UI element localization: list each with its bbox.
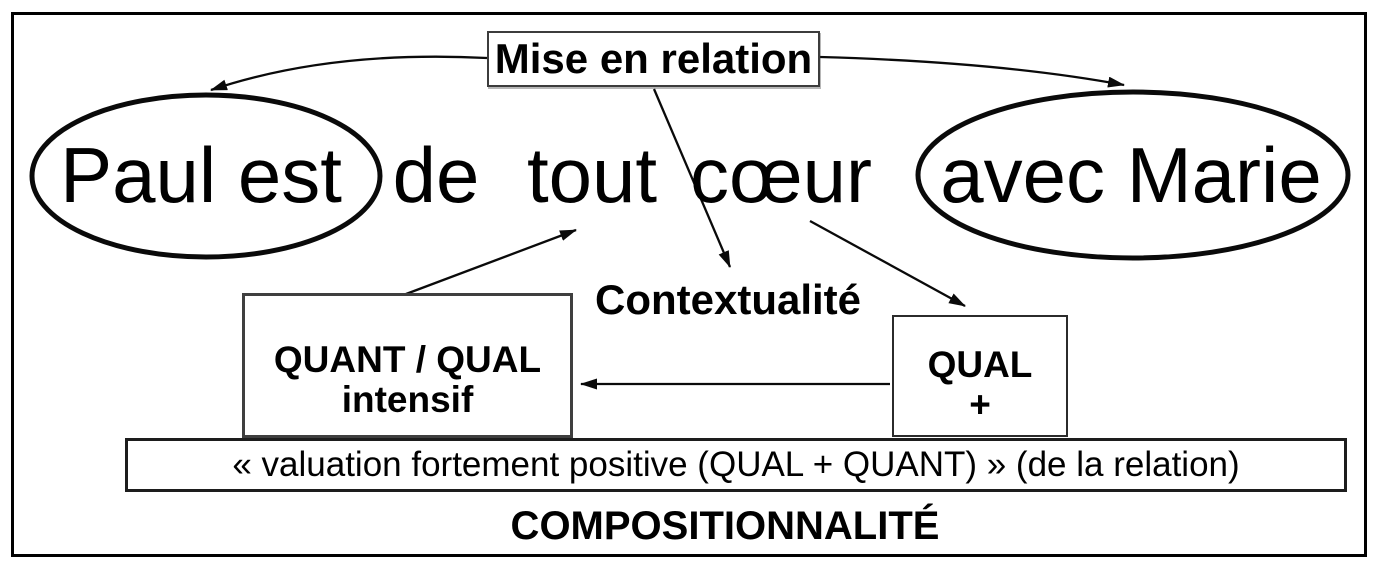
- valuation-box: « valuation fortement positive (QUAL + Q…: [125, 438, 1347, 492]
- arrow-relation-to-subject: [210, 55, 488, 92]
- qual-plus-box: QUAL +: [892, 315, 1068, 437]
- valuation-label: « valuation fortement positive (QUAL + Q…: [232, 445, 1240, 484]
- qual-line2: +: [969, 384, 991, 425]
- qual-line1: QUAL: [927, 344, 1033, 385]
- quant-qual-line1: QUANT / QUAL: [273, 338, 542, 380]
- mise-en-relation-box: Mise en relation: [487, 31, 820, 87]
- outer-frame: [11, 12, 1367, 557]
- sentence-subject: Paul est: [60, 131, 342, 219]
- mise-en-relation-label: Mise en relation: [494, 35, 813, 82]
- sentence-word-tout: tout: [526, 131, 658, 219]
- sentence-word-de: de: [392, 131, 480, 219]
- quant-qual-box: QUANT / QUAL intensif: [242, 293, 573, 438]
- sentence-object: avec Marie: [940, 131, 1322, 219]
- contextuality-label: Contextualité: [594, 276, 862, 323]
- arrow-coeur-to-qual: [809, 219, 966, 308]
- sentence-word-coeur: cœur: [690, 131, 872, 219]
- quant-qual-line2: intensif: [341, 378, 474, 420]
- ellipse-subject: [29, 92, 383, 260]
- ellipse-object: [915, 89, 1351, 261]
- arrow-quantqual-to-tout: [405, 228, 577, 296]
- arrow-relation-to-context: [652, 88, 732, 268]
- compositionality-label: COMPOSITIONNALITÉ: [510, 504, 940, 548]
- arrow-relation-to-object: [819, 55, 1125, 88]
